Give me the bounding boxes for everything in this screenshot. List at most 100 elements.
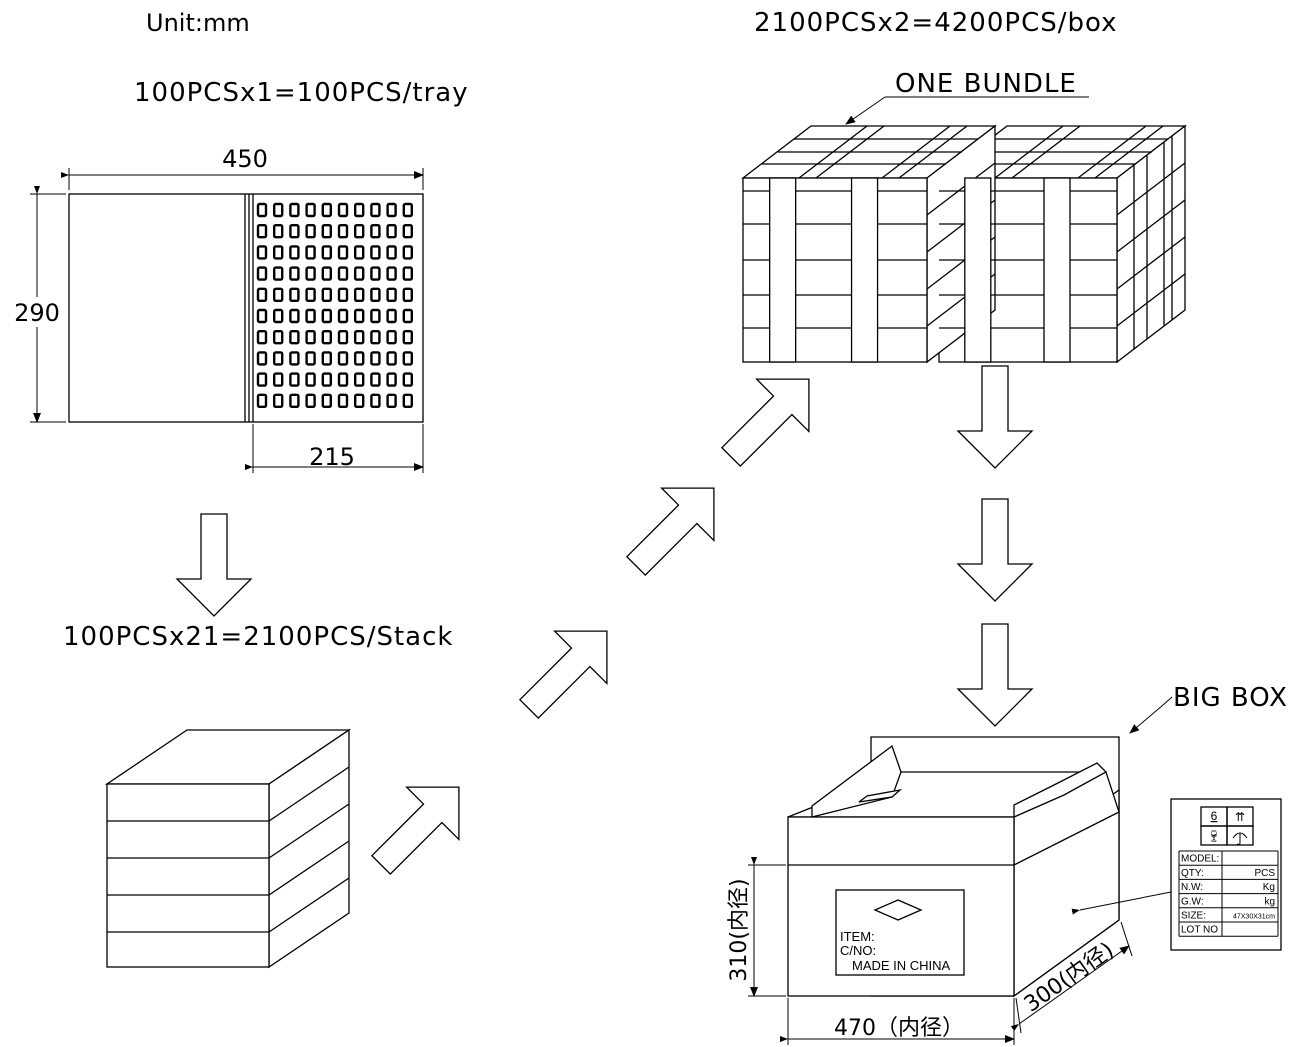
tray-slot (386, 393, 397, 408)
tray-slot (256, 245, 268, 260)
tray-slot (386, 202, 397, 218)
tray-slot (354, 330, 365, 345)
big-box-drawing: BIG BOX ITEM: C/NO: MADE IN CHINA 310(内径… (727, 683, 1288, 1045)
tray-slot (386, 287, 397, 302)
tray-slot (402, 266, 413, 281)
tray-slot (337, 245, 349, 260)
label-row-key: MODEL: (1181, 854, 1219, 865)
tray-slot (354, 308, 365, 324)
tray-slot (256, 351, 268, 366)
tray-slot (305, 287, 316, 302)
bundle-drawing: ONE BUNDLE (741, 69, 1187, 364)
diagonal-arrow-icon (518, 630, 608, 720)
tray-slot (354, 202, 365, 218)
tray-slot (402, 308, 413, 324)
tray-slot (337, 223, 349, 239)
tray-width-dim: 450 (222, 145, 268, 173)
tray-slot (289, 393, 300, 408)
tray-slot (386, 266, 397, 281)
big-box-width-dim: 470（内径） (834, 1016, 964, 1041)
tray-slot (256, 202, 268, 218)
tray-slot (386, 308, 397, 324)
tray-slot (402, 202, 413, 218)
big-box-height-dim: 310(内径) (727, 878, 752, 981)
tray-slot (337, 351, 349, 366)
bundle-label: ONE BUNDLE (895, 69, 1077, 99)
big-box-label: BIG BOX (1173, 683, 1288, 713)
tray-slot (337, 372, 349, 387)
tray-slot (273, 330, 284, 345)
tray-height-dim: 290 (14, 299, 60, 327)
tray-slot (273, 372, 284, 387)
tray-slot (354, 351, 365, 366)
tray-slot (256, 223, 268, 239)
tray-slot (386, 372, 397, 387)
tray-slot (402, 330, 413, 345)
tray-slot (386, 245, 397, 260)
tray-slot (354, 372, 365, 387)
tray-slot (370, 245, 381, 260)
tray-slot (337, 330, 349, 345)
tray-slot (289, 287, 300, 302)
tray-slot (321, 287, 332, 302)
tray-slot (370, 287, 381, 302)
tray-slot (289, 351, 300, 366)
this-way-up-icon: ⇈ (1235, 810, 1245, 824)
label-row-value: kg (1264, 896, 1275, 907)
tray-slot (402, 287, 413, 302)
tray-slot (354, 266, 365, 281)
tray-slot (337, 202, 349, 218)
tray-slot (289, 372, 300, 387)
down-arrow-icon (956, 365, 1034, 469)
tray-slot (321, 308, 332, 324)
tray-slot (370, 372, 381, 387)
tray-slot (386, 330, 397, 345)
tray-slot (402, 372, 413, 387)
tray-slot (354, 223, 365, 239)
tray-slot (273, 266, 284, 281)
down-arrow-icon (175, 513, 253, 617)
tray-slot (370, 308, 381, 324)
label-row-key: G.W: (1181, 896, 1204, 907)
tray-slot (337, 266, 349, 281)
tray-slot (402, 223, 413, 239)
tray-slot (370, 330, 381, 345)
tray-slot (289, 330, 300, 345)
stack-formula: 100PCSx21=2100PCS/Stack (63, 622, 453, 652)
tray-slot (354, 287, 365, 302)
box-formula: 2100PCSx2=4200PCS/box (754, 8, 1117, 38)
stack-limit-icon: 6 (1211, 809, 1218, 823)
label-row-value: Kg (1263, 882, 1275, 893)
tray-slot (305, 393, 316, 408)
diagonal-arrow-icon (720, 378, 810, 468)
tray-slot (273, 351, 284, 366)
tray-slot (321, 202, 332, 218)
tray-slot (370, 266, 381, 281)
label-row-key: QTY: (1181, 868, 1204, 879)
tray-slot (273, 393, 284, 408)
tray-slot (386, 223, 397, 239)
tray-slot (370, 351, 381, 366)
shipping-label: 6 ⇈ 🍷︎ MODEL:QTY:PCSN.W:KgG.W:kgSIZE:47X… (1170, 798, 1282, 951)
tray-slot (386, 351, 397, 366)
tray-slot (256, 287, 268, 302)
diagonal-arrow-icon (370, 786, 460, 876)
tray-slot (370, 202, 381, 218)
tray-slot (256, 393, 268, 408)
down-arrow-icon (956, 623, 1034, 727)
tray-slot (337, 287, 349, 302)
tray-slot (321, 266, 332, 281)
down-arrows (175, 365, 1034, 727)
tray-slot (305, 245, 316, 260)
tray-slot (321, 245, 332, 260)
tray-slot (256, 266, 268, 281)
tray-drawing: 450 290 215 (6, 145, 424, 473)
tray-section-dim: 215 (309, 443, 355, 471)
tray-slot (305, 330, 316, 345)
diagonal-arrows (370, 378, 810, 876)
tray-slot (256, 330, 268, 345)
tray-slot (289, 245, 300, 260)
tray-slots (256, 202, 413, 408)
tray-slot (289, 223, 300, 239)
